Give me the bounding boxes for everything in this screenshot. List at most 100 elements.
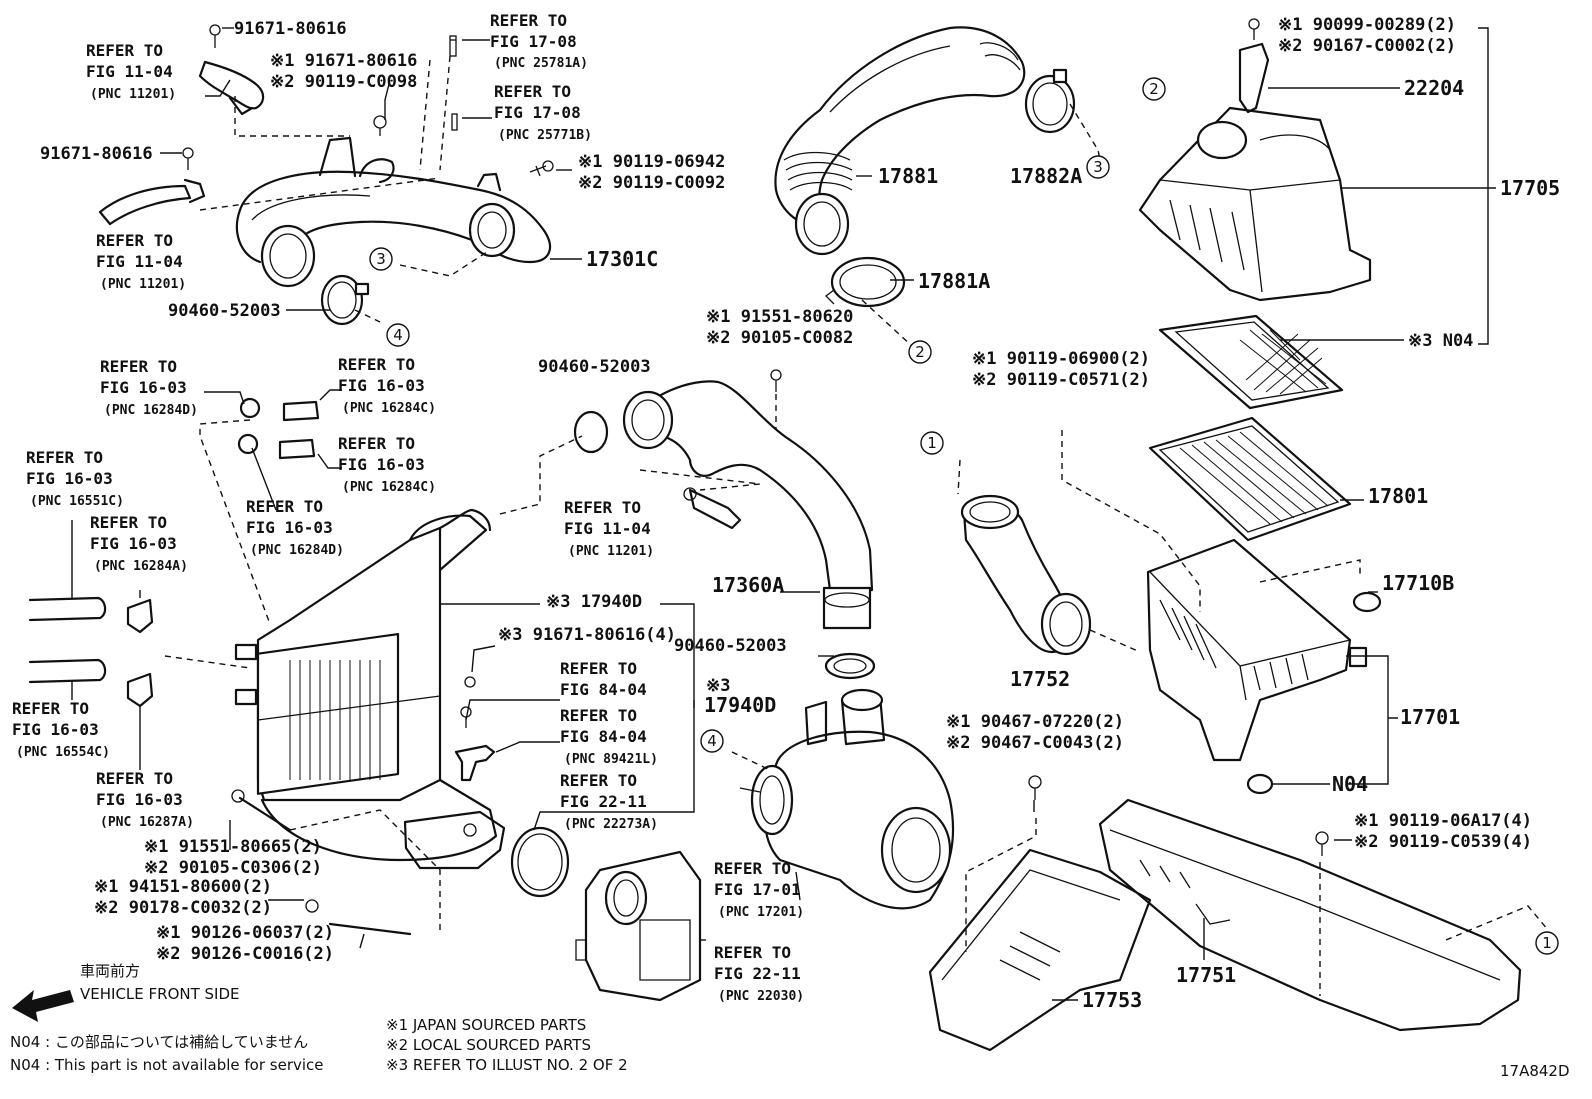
label: ※2 90119-C0098: [270, 72, 417, 92]
label: REFER TO: [86, 41, 163, 60]
label: 91671-80616: [234, 19, 347, 39]
hose-11201-mid: [98, 147, 206, 226]
label: REFER TO: [26, 448, 103, 467]
label: REFER TO: [100, 357, 177, 376]
label: 90460-52003: [168, 301, 281, 321]
label: ※2 90467-C0043(2): [946, 733, 1124, 753]
label: 17752: [1010, 667, 1070, 691]
label: ※1 90099-00289(2): [1278, 15, 1456, 35]
label: FIG 16-03: [100, 378, 187, 397]
label: FIG 17-08: [490, 32, 577, 51]
label: ※1 91671-80616: [270, 51, 417, 71]
label: ※2 90167-C0002(2): [1278, 36, 1456, 56]
legend: 車両前方 VEHICLE FRONT SIDE N04 : この部品については補…: [10, 962, 1570, 1080]
gasket-22273A: [510, 826, 570, 898]
label: 17753: [1082, 988, 1142, 1012]
label: ※1 91551-80620: [706, 307, 853, 327]
fitting-11201: [683, 487, 742, 530]
hose-clamp-upper: [320, 274, 370, 326]
label: REFER TO: [714, 943, 791, 962]
bolts-top: [373, 35, 554, 177]
intake-pipe-17360A: [573, 369, 874, 630]
svg-text:1: 1: [927, 434, 937, 452]
callout-circle: 1: [920, 431, 944, 455]
svg-text:3: 3: [1093, 158, 1103, 176]
legend-note1: ※1 JAPAN SOURCED PARTS: [386, 1016, 586, 1034]
hose-clamp-17882A: [1024, 68, 1076, 134]
air-cleaner-cap-17705: [1138, 106, 1372, 302]
hoses-left: [28, 596, 154, 708]
label: FIG 16-03: [90, 534, 177, 553]
label: REFER TO: [560, 706, 637, 725]
svg-text:4: 4: [393, 326, 403, 344]
hose-11201-top: [198, 24, 265, 116]
label: 17751: [1176, 963, 1236, 987]
label: FIG 22-11: [714, 964, 801, 983]
label: REFER TO: [490, 11, 567, 30]
label: FIG 16-03: [338, 376, 425, 395]
label: 17705: [1500, 176, 1560, 200]
label: 17940D: [704, 693, 776, 717]
svg-text:2: 2: [915, 343, 925, 361]
legend-n04-jp: N04 : この部品については補給していません: [10, 1033, 308, 1051]
label: FIG 11-04: [86, 62, 173, 81]
label: ※1 94151-80600(2): [94, 877, 272, 897]
label: FIG 16-03: [12, 720, 99, 739]
air-hose-17752: [960, 494, 1092, 656]
label: REFER TO: [494, 82, 571, 101]
bracket-lower-left: [403, 810, 506, 870]
label: REFER TO: [90, 513, 167, 532]
part-drawings: [12, 18, 1522, 1052]
resonator-17753: [928, 775, 1152, 1052]
label: 17360A: [712, 573, 784, 597]
label: ※3: [706, 676, 730, 696]
label: FIG 84-04: [560, 680, 647, 699]
air-cleaner-case-17701: [1146, 538, 1382, 795]
label: REFER TO: [96, 769, 173, 788]
label: (PNC 22030): [718, 989, 804, 1004]
label: 91671-80616: [40, 144, 153, 164]
label: REFER TO: [560, 659, 637, 678]
legend-n04-en: N04 : This part is not available for ser…: [10, 1056, 324, 1074]
label: FIG 11-04: [564, 519, 651, 538]
dashed-guides: [164, 55, 1549, 996]
svg-text:4: 4: [707, 732, 717, 750]
svg-text:3: 3: [376, 250, 386, 268]
callout-circle: 3: [1086, 155, 1110, 179]
figure-id: 17A842D: [1500, 1062, 1570, 1080]
label: 17881A: [918, 269, 990, 293]
label: (PNC 16284D): [250, 543, 344, 558]
legend-note3: ※3 REFER TO ILLUST NO. 2 OF 2: [386, 1056, 628, 1074]
label: REFER TO: [714, 859, 791, 878]
svg-text:1: 1: [1542, 934, 1552, 952]
label: (PNC 11201): [100, 277, 186, 292]
callout-circle: 4: [386, 323, 410, 347]
label: ※2 90119-C0539(4): [1354, 832, 1532, 852]
label: (PNC 16284A): [94, 559, 188, 574]
label: (PNC 11201): [90, 87, 176, 102]
callout-circle: 2: [1142, 77, 1166, 101]
label: (PNC 16284C): [342, 401, 436, 416]
label: FIG 11-04: [96, 252, 183, 271]
part-labels: 91671-80616 REFER TO FIG 11-04 (PNC 1120…: [12, 11, 1560, 1012]
callout-circle: 3: [369, 247, 393, 271]
label: FIG 16-03: [26, 469, 113, 488]
label: (PNC 16287A): [100, 815, 194, 830]
svg-text:2: 2: [1149, 80, 1159, 98]
leader-lines: [71, 27, 1496, 1001]
intercooler: [234, 508, 498, 862]
label: (PNC 16284D): [104, 403, 198, 418]
filter-element-17801: [1148, 416, 1352, 542]
long-bolts: [231, 789, 412, 936]
legend-note2: ※2 LOCAL SOURCED PARTS: [386, 1036, 591, 1054]
intercooler-pipe-17301C: [235, 136, 552, 288]
label: N04: [1332, 772, 1368, 796]
label: FIG 22-11: [560, 792, 647, 811]
label: REFER TO: [564, 498, 641, 517]
label: ※1 90119-06942: [578, 152, 725, 172]
callouts: 3 4 3 2 2 1 4 1: [369, 77, 1559, 955]
air-flow-sensor-22204: [1238, 18, 1270, 114]
label: ※3 91671-80616(4): [498, 625, 676, 645]
legend-front-en: VEHICLE FRONT SIDE: [80, 985, 240, 1003]
